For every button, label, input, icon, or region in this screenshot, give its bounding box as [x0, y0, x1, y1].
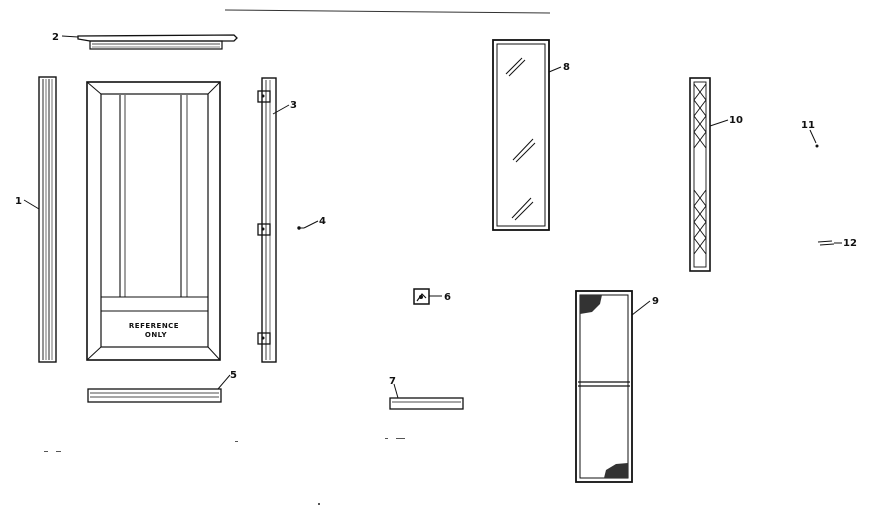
- door-frame: REFERENCE ONLY: [86, 81, 221, 361]
- part-9-screen-panel: [575, 290, 633, 483]
- callout-6: 6: [444, 292, 451, 303]
- callout-10: 10: [729, 115, 743, 126]
- callout-2: 2: [52, 32, 59, 43]
- callout-5: 5: [230, 370, 237, 381]
- callout-11: 11: [801, 120, 815, 131]
- part-8-glass-panel: [492, 39, 550, 231]
- part-1-side-rail: [38, 76, 57, 363]
- leader-lines: [23, 35, 842, 399]
- top-rule: [224, 9, 551, 14]
- part-10-lattice-insert: [689, 77, 711, 272]
- part-4-screw: [297, 226, 304, 230]
- door-label-line2: ONLY: [145, 331, 168, 339]
- door-label-line1: REFERENCE: [129, 322, 179, 330]
- part-5-bottom-rail: [87, 388, 222, 403]
- part-3-hinge-rail: [257, 77, 277, 363]
- callout-8: 8: [563, 62, 570, 73]
- callout-3: 3: [290, 100, 297, 111]
- callout-4: 4: [319, 216, 326, 227]
- callout-7: 7: [389, 376, 396, 387]
- callout-1: 1: [15, 196, 22, 207]
- part-11-screw: [815, 144, 819, 148]
- callout-9: 9: [652, 296, 659, 307]
- callout-12: 12: [843, 238, 857, 249]
- part-7-sweep: [389, 397, 464, 410]
- part-6-bracket: [413, 288, 430, 305]
- part-12-pin: [817, 240, 835, 246]
- scan-specks: [44, 438, 405, 505]
- part-2-top-rail: [77, 34, 238, 50]
